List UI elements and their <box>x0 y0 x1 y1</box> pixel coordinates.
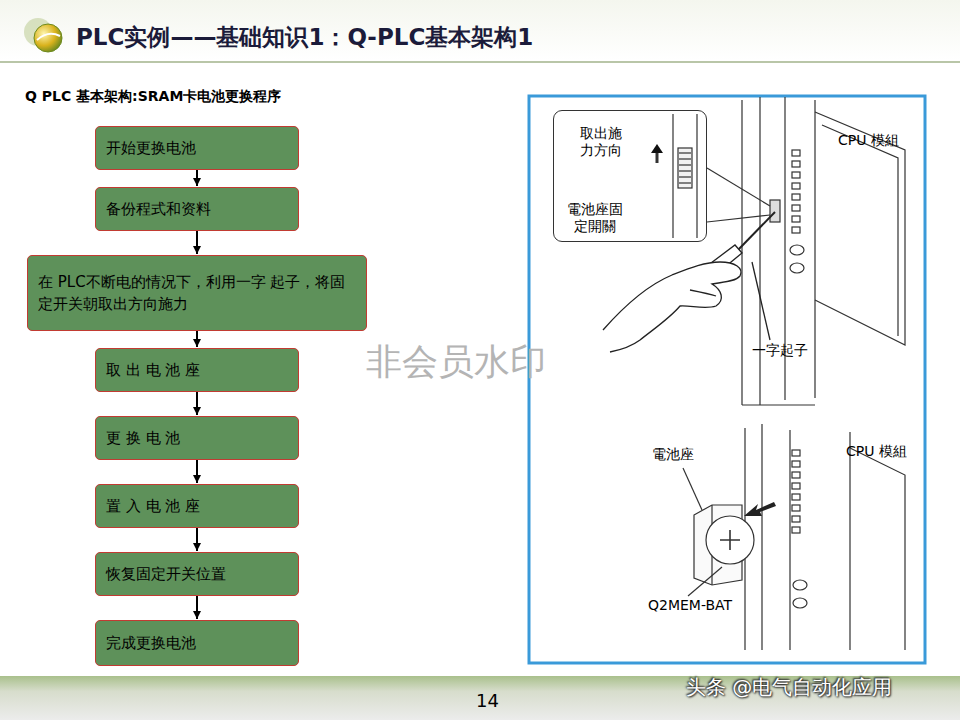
module-door <box>850 448 905 650</box>
screw <box>793 598 807 608</box>
illustration-frame <box>529 96 925 663</box>
section-heading: Q PLC 基本架构:SRAM卡电池更换程序 <box>25 88 281 106</box>
part-label: CPU 模組 <box>846 443 907 461</box>
led <box>792 216 800 222</box>
page-number: 14 <box>476 690 499 711</box>
title-rule <box>0 61 960 63</box>
module-outline <box>745 424 850 650</box>
watermark: 非会员水印 <box>366 338 546 387</box>
step-text: 取 出 电 池 座 <box>106 359 200 382</box>
module-door <box>815 112 905 345</box>
title-bar <box>0 0 960 60</box>
process-box: 恢复固定开关位置 <box>95 552 299 596</box>
led <box>792 183 800 189</box>
battery-cell <box>706 516 754 564</box>
flow-arrow <box>196 460 198 483</box>
insert-arrow <box>744 502 776 516</box>
ridge <box>679 176 691 177</box>
process-box: 置 入 电 池 座 <box>95 484 299 528</box>
module-outline <box>742 97 815 405</box>
fixing-switch <box>770 200 780 222</box>
led <box>792 494 800 500</box>
flow-arrow <box>196 331 198 347</box>
led <box>792 161 800 167</box>
rail-line <box>696 114 697 238</box>
logo <box>24 18 62 52</box>
part-label: CPU 模組 <box>838 132 899 150</box>
leader-line <box>688 567 722 596</box>
part-label: 電池座 <box>652 446 694 464</box>
leader-line <box>707 168 770 206</box>
flow-arrow <box>196 596 198 619</box>
hand <box>603 262 741 352</box>
process-box: 备份程式和资料 <box>95 187 299 231</box>
flow-arrow <box>196 392 198 415</box>
screw <box>793 580 807 590</box>
led <box>792 516 800 522</box>
leader-line <box>752 262 770 340</box>
step-text: 备份程式和资料 <box>106 198 211 221</box>
ridge <box>679 170 691 171</box>
process-box: 完成更换电池 <box>95 620 299 666</box>
screw <box>790 263 804 273</box>
part-label: 一字起子 <box>752 342 808 360</box>
led <box>792 461 800 467</box>
screwdriver-shaft <box>738 212 775 250</box>
rail-line <box>672 114 673 238</box>
door-edge <box>822 125 898 336</box>
callout-text: 取出施力方向 <box>578 125 624 159</box>
process-box: 更 换 电 池 <box>95 416 299 460</box>
ridge <box>679 158 691 159</box>
step-text: 开始更换电池 <box>106 137 196 160</box>
slide-title: PLC实例——基础知识1：Q-PLC基本架构1 <box>76 22 533 53</box>
flow-arrow <box>196 528 198 551</box>
step-text: 在 PLC不断电的情况下，利用一字 起子，将固定开关朝取出方向施力 <box>38 271 356 316</box>
ridge <box>679 164 691 165</box>
led <box>792 172 800 178</box>
process-box: 在 PLC不断电的情况下，利用一字 起子，将固定开关朝取出方向施力 <box>27 255 367 331</box>
switch-body <box>678 148 692 188</box>
led <box>792 483 800 489</box>
process-box: 取 出 电 池 座 <box>95 348 299 392</box>
led <box>792 505 800 511</box>
step-text: 更 换 电 池 <box>106 427 180 450</box>
led <box>792 205 800 211</box>
screw <box>790 245 804 255</box>
led-row <box>792 450 800 533</box>
ridge <box>679 182 691 183</box>
step-text: 置 入 电 池 座 <box>106 495 200 518</box>
leader-line <box>707 215 770 222</box>
ridge <box>679 152 691 153</box>
led-row <box>792 150 800 233</box>
callout-box: 取出施力方向電池座固定開關 <box>553 110 707 242</box>
callout-text: 電池座固定開關 <box>566 201 625 235</box>
watermark: 头条 @电气自动化应用 <box>686 674 892 701</box>
led <box>792 150 800 156</box>
hand-and-screwdriver <box>603 212 775 352</box>
led <box>792 194 800 200</box>
led <box>792 527 800 533</box>
callout-art <box>651 114 697 238</box>
finger-line <box>690 290 716 296</box>
step-text: 恢复固定开关位置 <box>106 563 226 586</box>
flow-arrow <box>196 231 198 254</box>
switch-ridges <box>679 153 691 183</box>
led <box>792 227 800 233</box>
force-arrow-shaft <box>656 152 659 163</box>
step-text: 完成更换电池 <box>106 632 196 655</box>
logo-swirl <box>37 34 60 40</box>
flow-arrow <box>196 170 198 186</box>
part-label: Q2MEM-BAT <box>648 597 732 613</box>
led <box>792 450 800 456</box>
battery-plus <box>720 530 740 550</box>
process-box: 开始更换电池 <box>95 126 299 170</box>
logo-disc <box>34 24 62 52</box>
leader-line <box>683 468 702 510</box>
force-arrow-head <box>651 144 663 153</box>
led <box>792 472 800 478</box>
